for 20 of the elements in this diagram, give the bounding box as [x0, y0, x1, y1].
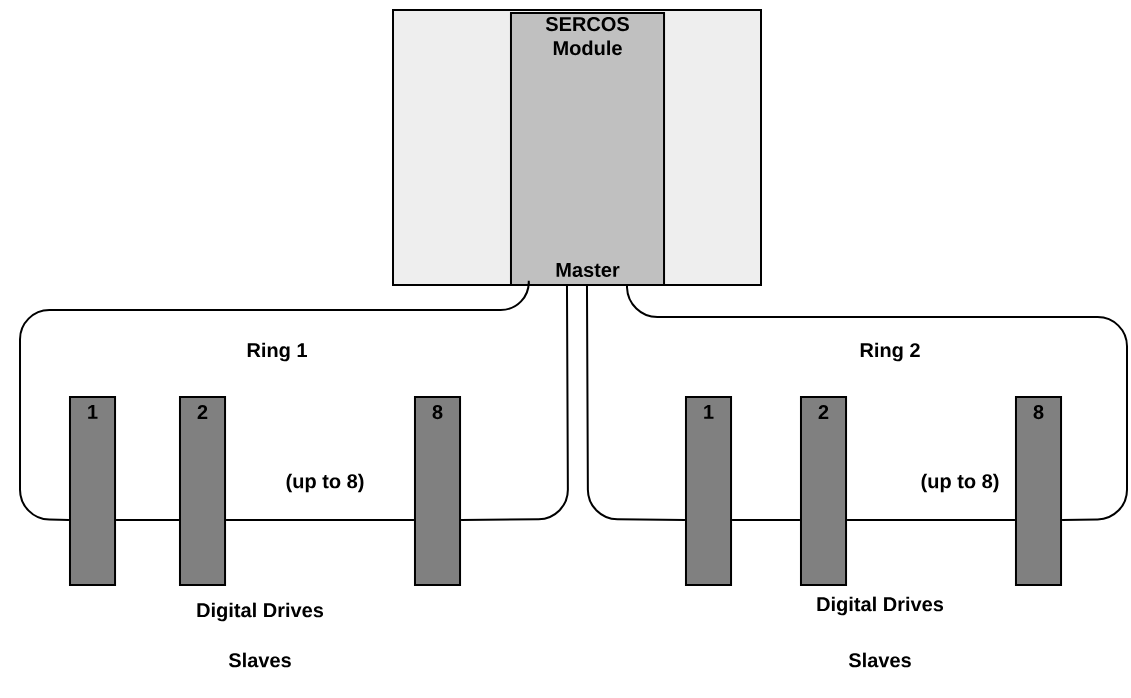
drive-box: 8 — [1014, 396, 1063, 586]
ring-line — [115, 519, 180, 521]
label: Slaves — [848, 652, 911, 668]
label: (up to 8) — [286, 473, 364, 493]
ring-line — [846, 519, 1016, 521]
module-box: SERCOS Module Master — [509, 12, 666, 286]
label: Slaves — [228, 652, 291, 668]
ring-line — [225, 519, 415, 521]
ring-line — [731, 519, 801, 521]
ring-line — [460, 285, 569, 521]
drive-box: 2 — [179, 396, 227, 586]
label: Digital Drives — [817, 596, 944, 616]
drive-box: 2 — [799, 396, 848, 586]
drive-box: 8 — [413, 396, 462, 586]
label: Digital Drives — [197, 602, 324, 622]
drive-box: 1 — [69, 396, 117, 586]
drive-box: 1 — [684, 396, 733, 586]
ring-line — [625, 285, 1128, 521]
ring-line — [19, 279, 530, 521]
ring-line — [585, 285, 686, 521]
